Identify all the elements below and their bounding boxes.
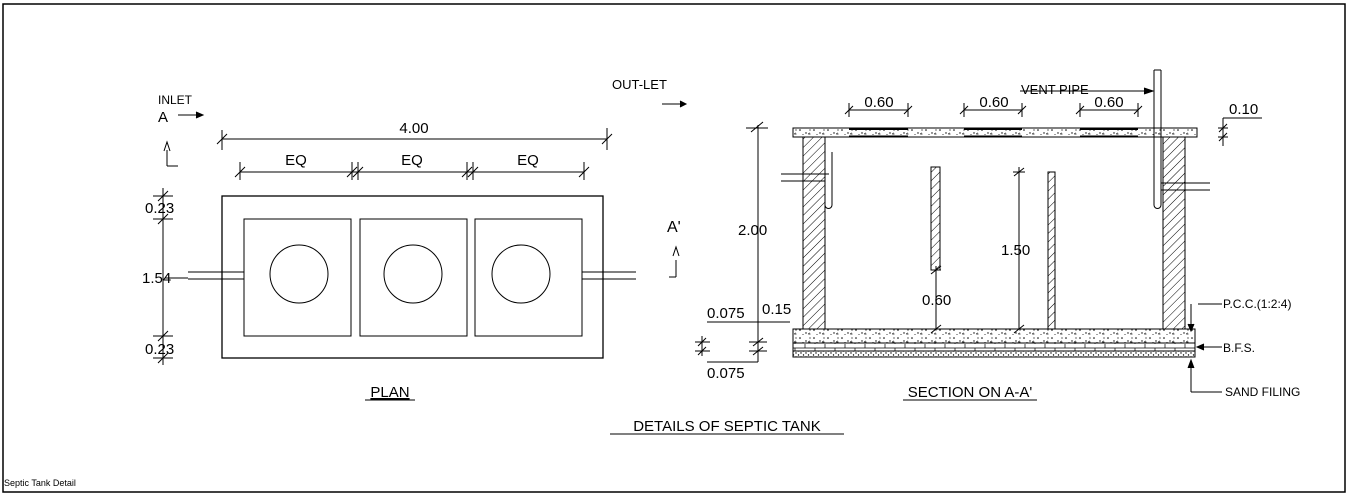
- baffle-clearance-label: 0.60: [922, 292, 951, 309]
- plan-outer-wall: [221, 195, 604, 359]
- dim-baffle-depth: [1013, 167, 1025, 334]
- layer-bfs-label: B.F.S.: [1223, 341, 1255, 355]
- dim-base-left: [695, 321, 790, 356]
- dim-baffle-clearance: [930, 265, 942, 334]
- baffle-right: [1047, 171, 1056, 330]
- dim-compartment-2-label: EQ: [401, 152, 423, 169]
- dim-wall-bottom-label: 0.23: [145, 341, 174, 358]
- dim-overall-length-label: 4.00: [399, 120, 428, 137]
- vent-pipe-label: VENT PIPE: [1021, 82, 1089, 97]
- dim-compartments: [234, 162, 590, 180]
- section-inlet-pipe: [781, 152, 833, 209]
- plan-chamber-1: [243, 218, 352, 337]
- plan-chamber-2: [359, 218, 468, 337]
- layer-pcc-label: P.C.C.(1:2:4): [1223, 297, 1291, 311]
- section-view: [662, 69, 1262, 393]
- base-pcc: [792, 328, 1196, 344]
- layer-leaders: [1187, 303, 1222, 393]
- section-mark-a-prime: A': [667, 219, 681, 236]
- base-top-label: 0.075: [707, 305, 745, 322]
- base-bfs: [792, 342, 1196, 352]
- total-depth-label: 2.00: [738, 222, 767, 239]
- layer-sand-label: SAND FILING: [1225, 385, 1300, 399]
- dim-slab-thickness: [1218, 117, 1262, 146]
- outlet-label: OUT-LET: [612, 77, 667, 92]
- section-title: SECTION ON A-A': [908, 384, 1033, 401]
- drawing-title: DETAILS OF SEPTIC TANK: [633, 418, 821, 435]
- base-sand: [792, 350, 1196, 358]
- section-marker-left: [163, 111, 205, 167]
- drawing-frame: [2, 3, 1346, 493]
- dim-compartment-3-label: EQ: [517, 152, 539, 169]
- slab-opening-1-label: 0.60: [864, 94, 893, 111]
- section-right-wall: [1162, 136, 1186, 330]
- inlet-label: INLET: [158, 93, 193, 107]
- dim-total-depth: [707, 121, 768, 363]
- plan-manhole-1: [269, 244, 329, 304]
- slab-thickness-label: 0.10: [1229, 101, 1258, 118]
- slab-opening-2-label: 0.60: [979, 94, 1008, 111]
- dim-slab-openings: [844, 103, 1143, 117]
- dim-plan-width: [153, 188, 188, 365]
- plan-manhole-3: [491, 244, 551, 304]
- section-left-wall: [802, 136, 826, 330]
- dim-overall-length: [216, 128, 613, 150]
- outlet-arrow: [662, 100, 688, 108]
- footer-note: Septic Tank Detail: [4, 478, 76, 488]
- plan-chamber-3: [474, 218, 583, 337]
- baffle-left: [930, 166, 941, 271]
- slab-opening-3-label: 0.60: [1094, 94, 1123, 111]
- dim-wall-top-label: 0.23: [145, 200, 174, 217]
- vent-pipe-leader: [1020, 87, 1155, 95]
- base-bottom-label: 0.075: [707, 365, 745, 382]
- plan-view: [153, 111, 680, 365]
- plan-title: PLAN: [370, 384, 409, 401]
- dim-compartment-1-label: EQ: [285, 152, 307, 169]
- plan-inlet-pipe: [188, 271, 244, 280]
- section-mark-a: A: [158, 109, 168, 126]
- baffle-depth-label: 1.50: [1001, 242, 1030, 259]
- section-marker-right: [669, 245, 680, 278]
- plan-outlet-pipe: [582, 271, 636, 280]
- dim-inner-width-label: 1.54: [142, 270, 171, 287]
- plan-manhole-2: [383, 244, 443, 304]
- vent-pipe: [1153, 69, 1210, 209]
- wall-offset-label: 0.15: [762, 301, 791, 318]
